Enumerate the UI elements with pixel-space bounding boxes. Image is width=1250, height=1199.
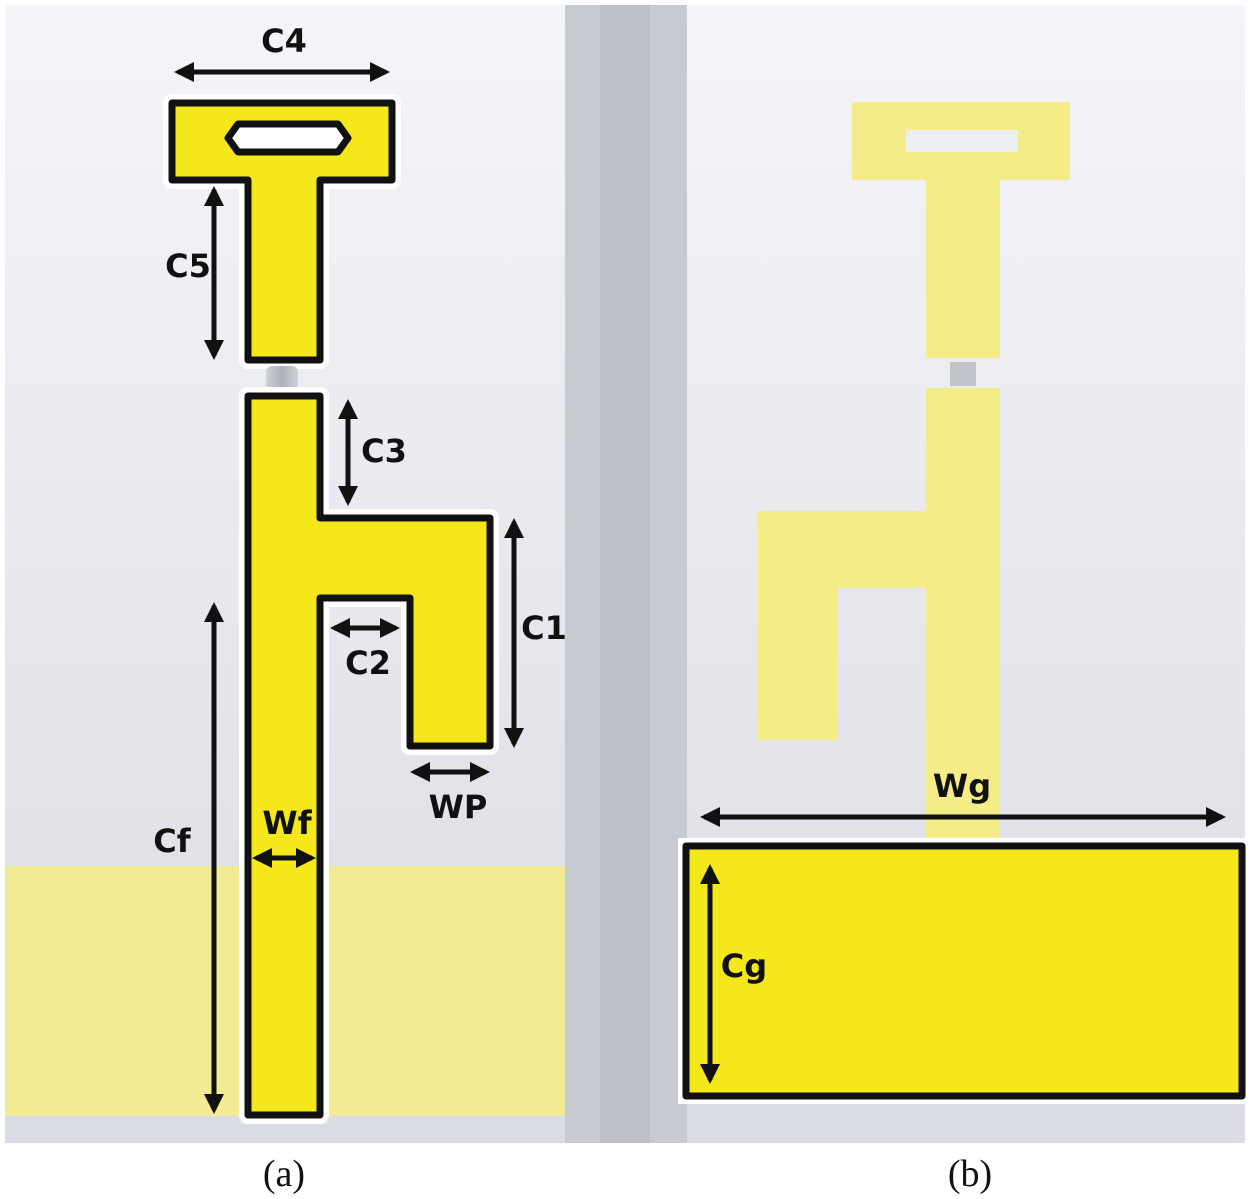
caption-a: (a) <box>263 1153 305 1195</box>
panel-b: Wg Cg <box>678 5 1250 1143</box>
lumped-gap-faded <box>950 362 976 386</box>
feed-line-stub-faded <box>758 388 1000 850</box>
label-c1: C1 <box>521 609 567 647</box>
label-wp: WP <box>429 788 488 826</box>
label-c4: C4 <box>261 22 307 60</box>
label-wg: Wg <box>933 767 991 805</box>
panel-a: C4 C5 C3 C1 C2 WP Cf Wf <box>5 5 567 1143</box>
label-cg: Cg <box>721 947 767 985</box>
t-patch-faded-slot <box>906 130 1018 152</box>
ground-plane <box>682 842 1246 1100</box>
label-c2: C2 <box>345 644 391 682</box>
label-wf: Wf <box>262 804 312 842</box>
feed-line-stub <box>244 392 494 1119</box>
t-patch-faded <box>852 102 1070 358</box>
label-c3: C3 <box>361 432 407 470</box>
t-patch-slot <box>224 120 352 156</box>
label-cf: Cf <box>153 822 191 860</box>
t-patch-shape <box>168 99 396 364</box>
lumped-gap <box>266 366 298 390</box>
label-c5: C5 <box>165 247 211 285</box>
caption-b: (b) <box>948 1153 992 1195</box>
